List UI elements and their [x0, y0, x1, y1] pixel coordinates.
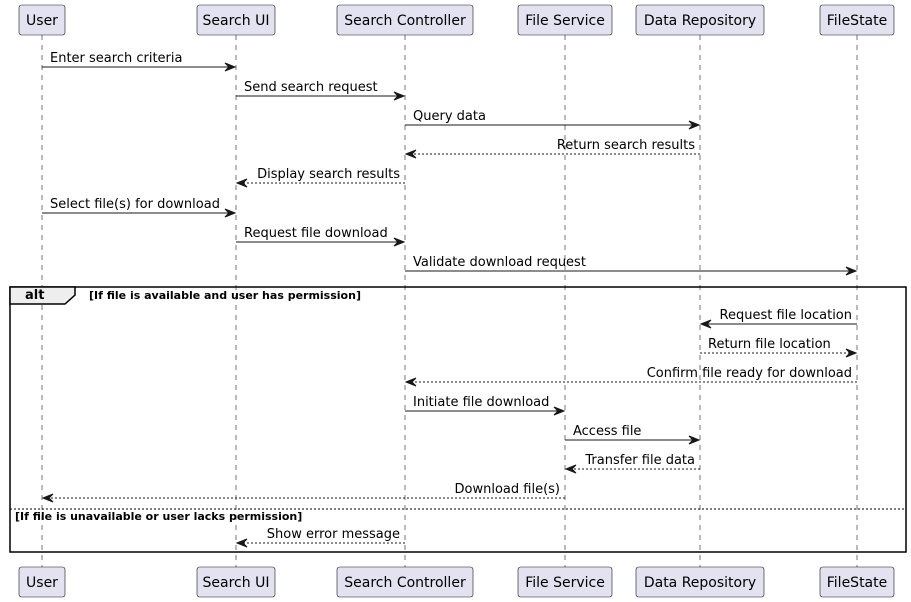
- alt-frame-border: [9, 286, 907, 553]
- participant-label: Search UI: [203, 13, 270, 29]
- message-label: Return file location: [708, 337, 831, 352]
- message: Initiate file download: [405, 395, 566, 416]
- alt-keyword-tab: [9, 286, 76, 305]
- message-label: Return search results: [557, 138, 695, 153]
- participant-box: [336, 4, 474, 36]
- participant-box: [196, 4, 276, 36]
- arrowhead: [224, 208, 237, 218]
- message: Enter search criteria: [42, 51, 237, 72]
- message-label: Select file(s) for download: [50, 197, 220, 212]
- message: Access file: [565, 424, 701, 445]
- message: Return search results: [404, 138, 700, 159]
- participant-label: User: [26, 13, 58, 29]
- arrowhead: [688, 435, 701, 445]
- participant-file-service-bottom: File Service: [517, 566, 613, 598]
- participant-label: FileState: [827, 13, 887, 29]
- participants-bottom: User Search UI Search Controller File Servi…: [18, 566, 895, 598]
- alt-keyword: alt: [25, 288, 44, 303]
- participant-label: Search UI: [203, 575, 270, 591]
- message-label: Download file(s): [455, 482, 560, 497]
- message-label: Send search request: [244, 80, 378, 95]
- participant-box: [517, 566, 613, 598]
- participant-box: [819, 4, 895, 36]
- arrowhead: [224, 62, 237, 72]
- participant-box: [635, 4, 765, 36]
- participant-filestate-bottom: FileState: [819, 566, 895, 598]
- message: Request file download: [236, 226, 406, 247]
- participant-box: [18, 4, 66, 36]
- alt-condition: [If file is available and user has permi…: [89, 289, 361, 302]
- message: Request file location: [699, 308, 857, 329]
- message-label: Query data: [413, 109, 486, 124]
- arrowhead: [564, 464, 577, 474]
- arrowhead: [404, 149, 417, 159]
- message-label: Validate download request: [413, 255, 586, 270]
- message: Show error message: [235, 527, 405, 548]
- participant-label: Search Controller: [344, 575, 466, 591]
- participants-top: User Search UI Search Controller File Servi…: [18, 4, 895, 36]
- participant-file-service-top: File Service: [517, 4, 613, 36]
- message: Validate download request: [405, 255, 858, 276]
- arrowhead: [699, 319, 712, 329]
- message-label: Display search results: [257, 167, 400, 182]
- participant-label: Data Repository: [644, 575, 756, 591]
- message: Confirm file ready for download: [404, 366, 857, 387]
- participant-label: File Service: [525, 575, 605, 591]
- lifelines: [41, 35, 858, 567]
- message: Send search request: [236, 80, 406, 101]
- message-label: Confirm file ready for download: [647, 366, 852, 381]
- participant-user-bottom: User: [18, 566, 66, 598]
- alt-fragment: alt [If file is available and user has p…: [9, 286, 907, 553]
- message-label: Request file download: [244, 226, 388, 241]
- participant-search-controller-top: Search Controller: [336, 4, 474, 36]
- arrowhead: [688, 120, 701, 130]
- arrowhead: [845, 266, 858, 276]
- message: Transfer file data: [564, 453, 700, 474]
- arrowhead: [553, 406, 566, 416]
- participant-box: [635, 566, 765, 598]
- participant-data-repository-bottom: Data Repository: [635, 566, 765, 598]
- message: Select file(s) for download: [42, 197, 237, 218]
- participant-label: Data Repository: [644, 13, 756, 29]
- participant-label: Search Controller: [344, 13, 466, 29]
- participant-box: [18, 566, 66, 598]
- message: Query data: [405, 109, 701, 130]
- participant-box: [196, 566, 276, 598]
- arrowhead: [404, 377, 417, 387]
- arrowhead: [235, 178, 248, 188]
- arrowhead: [235, 538, 248, 548]
- participant-data-repository-top: Data Repository: [635, 4, 765, 36]
- message-label: Request file location: [720, 308, 852, 323]
- arrowhead: [845, 348, 858, 358]
- message: Return file location: [700, 337, 858, 358]
- message-label: Show error message: [267, 527, 400, 542]
- participant-user-top: User: [18, 4, 66, 36]
- participant-search-controller-bottom: Search Controller: [336, 566, 474, 598]
- arrowhead: [41, 493, 54, 503]
- participant-box: [336, 566, 474, 598]
- participant-filestate-top: FileState: [819, 4, 895, 36]
- alt-else-condition: [If file is unavailable or user lacks pe…: [15, 510, 302, 523]
- arrowhead: [393, 237, 406, 247]
- participant-search-ui-top: Search UI: [196, 4, 276, 36]
- message: Download file(s): [41, 482, 565, 503]
- arrowhead: [393, 91, 406, 101]
- message-label: Access file: [573, 424, 641, 439]
- participant-search-ui-bottom: Search UI: [196, 566, 276, 598]
- participant-box: [819, 566, 895, 598]
- participant-label: User: [26, 575, 58, 591]
- message-label: Initiate file download: [413, 395, 549, 410]
- participant-box: [517, 4, 613, 36]
- message-label: Enter search criteria: [50, 51, 182, 66]
- participant-label: FileState: [827, 575, 887, 591]
- participant-label: File Service: [525, 13, 605, 29]
- message: Display search results: [235, 167, 405, 188]
- message-label: Transfer file data: [584, 453, 695, 468]
